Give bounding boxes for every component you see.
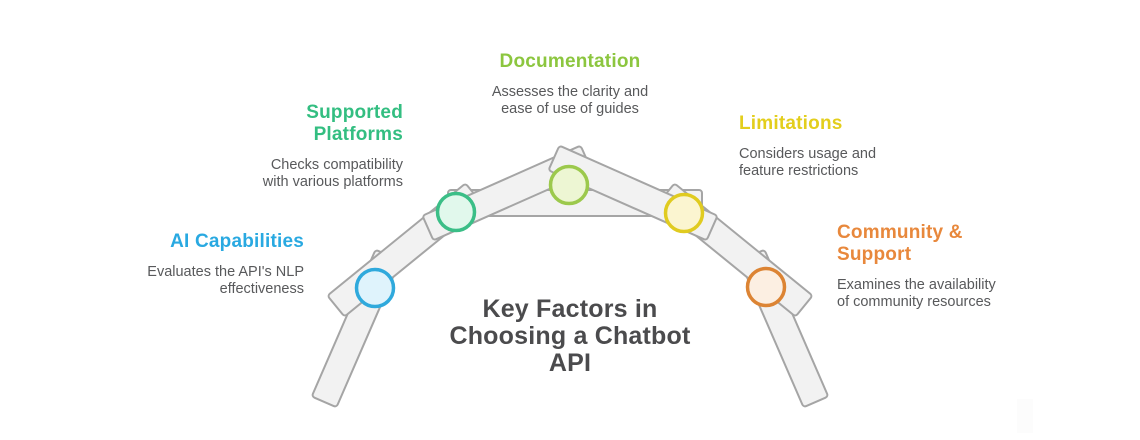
factor-description: Examines the availability of community r…: [837, 277, 996, 310]
factor-community-support: Community & Support Examines the availab…: [837, 222, 1067, 311]
factor-title: Supported Platforms: [306, 102, 403, 145]
node-supported-platforms: [435, 191, 477, 233]
factor-description: Considers usage and feature restrictions: [739, 146, 877, 179]
factor-title: Documentation: [499, 51, 641, 72]
factor-documentation: Documentation Assesses the clarity and e…: [450, 51, 690, 118]
page-title: Key Factors in Choosing a Chatbot API: [449, 295, 691, 377]
factor-description: Evaluates the API's NLP effectiveness: [147, 264, 304, 297]
factor-title: Community & Support: [837, 222, 963, 265]
corner-artifact: [1017, 399, 1033, 433]
factor-limitations: Limitations Considers usage and feature …: [739, 113, 959, 180]
factor-title: Limitations: [739, 113, 843, 134]
node-limitations: [663, 192, 705, 234]
factor-description: Assesses the clarity and ease of use of …: [491, 84, 649, 117]
factor-title: AI Capabilities: [170, 231, 304, 252]
factor-supported-platforms: Supported Platforms Checks compatibility…: [163, 102, 403, 191]
node-community-support: [745, 266, 787, 308]
node-ai-capabilities: [354, 267, 396, 309]
node-documentation: [548, 164, 590, 206]
factor-ai-capabilities: AI Capabilities Evaluates the API's NLP …: [64, 231, 304, 298]
factor-description: Checks compatibility with various platfo…: [262, 157, 403, 190]
